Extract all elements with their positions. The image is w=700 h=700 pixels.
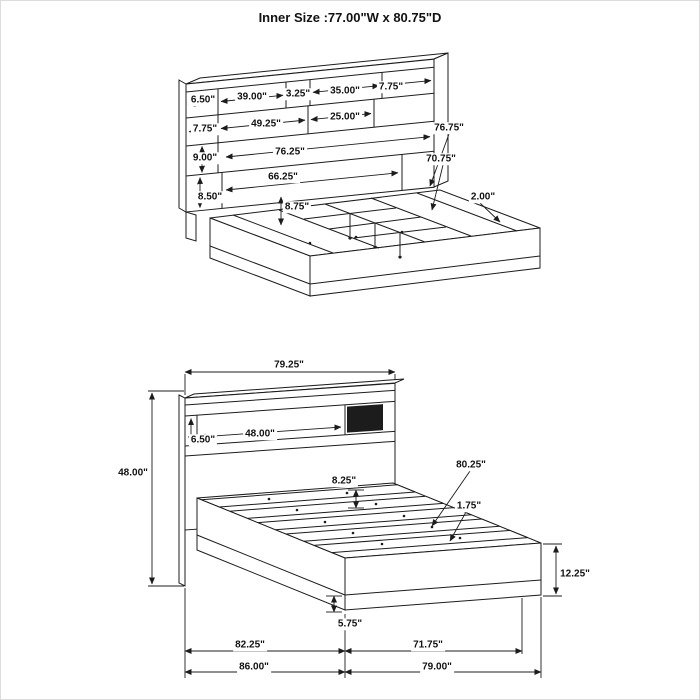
- platform-bottom-view: [196, 482, 542, 611]
- headboard-left-face: [178, 79, 187, 213]
- dim-bottom-headboard-height: 48.00": [116, 467, 150, 479]
- dimension-leaders-bottom: [326, 470, 562, 613]
- dim-bottom-base-height: 5.75": [335, 618, 365, 630]
- dim-top-row4-left: 8.50": [195, 191, 225, 203]
- dim-top-row2-left: 7.75": [190, 123, 220, 135]
- dim-bottom-slat-thickness: 1.75": [454, 500, 484, 512]
- dim-top-row2-mid: 49.25": [249, 118, 283, 130]
- dim-line-headboard-height: [148, 390, 184, 587]
- dim-bottom-inner-width: 71.75": [411, 639, 445, 651]
- dim-top-shelf-a: 6.50": [188, 94, 218, 106]
- dim-bottom-rail-height: 8.25": [329, 475, 359, 487]
- dim-top-row2-right: 25.00": [328, 111, 362, 123]
- dim-top-shelf-b: 39.00": [235, 91, 269, 103]
- dim-top-inner-length: 70.75": [424, 153, 458, 165]
- dim-top-leg-height: 8.75": [282, 201, 312, 213]
- dim-top-frame-length: 76.75": [432, 122, 466, 134]
- dim-top-right: 7.75": [376, 81, 406, 93]
- dim-bottom-shelf-height: 6.50": [188, 434, 218, 446]
- dim-top-row3-left: 9.00": [190, 152, 220, 164]
- dim-bottom-shelf-width: 48.00": [243, 428, 277, 440]
- dim-bottom-overall-width: 79.00": [420, 661, 454, 673]
- dim-top-shelf-d: 35.00": [328, 85, 362, 97]
- dim-top-shelf-c: 3.25": [283, 88, 313, 100]
- bottom-bed-diagram: [148, 369, 562, 678]
- platform-top-view: [209, 189, 541, 297]
- headboard2-left-face: [178, 394, 186, 587]
- inner-size-title: Inner Size :77.00"W x 80.75"D: [258, 10, 442, 25]
- dim-top-edge-gap: 2.00": [468, 191, 498, 203]
- dim-top-row4-mid: 66.25": [266, 171, 300, 183]
- dim-top-row3-mid: 76.25": [273, 146, 307, 158]
- dim-bottom-platform-height: 12.25": [558, 568, 592, 580]
- dim-bottom-overall-depth: 86.00": [237, 661, 271, 673]
- dim-bottom-inner-depth: 80.25": [454, 459, 488, 471]
- headboard-right-face: [433, 52, 449, 188]
- dim-bottom-headboard-width: 79.25": [272, 359, 306, 371]
- dim-bottom-rail-length: 82.25": [233, 639, 267, 651]
- headboard-left-leg: [185, 211, 197, 242]
